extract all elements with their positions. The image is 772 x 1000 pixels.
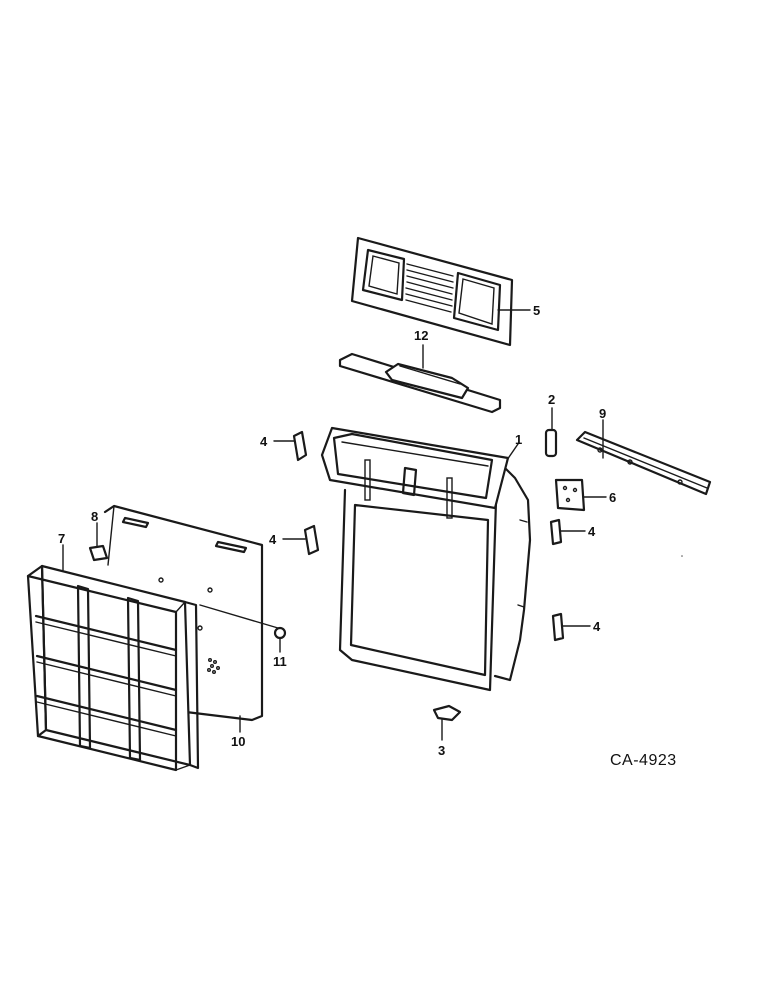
leader-lines [62, 309, 607, 741]
drawing-code: CA-4923 [610, 752, 677, 769]
callout-2: 2 [548, 392, 555, 407]
part-4-bracket-left-lower [303, 524, 320, 556]
part-3-clip [432, 704, 462, 722]
part-8-latch [88, 544, 109, 562]
callout-1: 1 [515, 432, 522, 447]
part-11-fastener [199, 604, 287, 640]
part-6-plate [554, 478, 586, 512]
part-4-bracket-left-upper [292, 430, 308, 462]
speck [681, 555, 683, 557]
part-5-grille-panel [350, 236, 514, 347]
screen-mesh-patch [206, 658, 220, 675]
frame-horizontal-bars [34, 614, 178, 737]
callout-4-left-upper: 4 [260, 434, 268, 449]
callout-3: 3 [438, 743, 445, 758]
callout-8: 8 [91, 509, 98, 524]
part-2-clip [544, 428, 558, 458]
part-1-radiator-shell [320, 426, 532, 692]
callout-4-right-lower: 4 [593, 619, 601, 634]
callout-12: 12 [414, 328, 428, 343]
callout-10: 10 [231, 734, 245, 749]
callout-7: 7 [58, 531, 65, 546]
callout-9: 9 [599, 406, 606, 421]
shell-brackets [364, 459, 453, 519]
callout-4-right-upper: 4 [588, 524, 596, 539]
part-7-grille-frame [26, 564, 200, 772]
callout-4-left-lower: 4 [269, 532, 277, 547]
part-4-bracket-right-upper [549, 518, 563, 546]
grille-slats [405, 263, 454, 313]
callout-11: 11 [273, 654, 287, 669]
part-10-screen-panel [103, 504, 264, 722]
callout-5: 5 [533, 303, 540, 318]
callout-6: 6 [609, 490, 616, 505]
part-12-cover-plate [338, 352, 502, 414]
part-4-bracket-right-lower [551, 612, 565, 642]
frame-vertical-bars [76, 584, 142, 762]
part-9-angle-rail [575, 430, 712, 496]
callout-labels: 5 12 2 1 9 4 4 4 4 6 3 8 7 10 11 [58, 303, 616, 758]
